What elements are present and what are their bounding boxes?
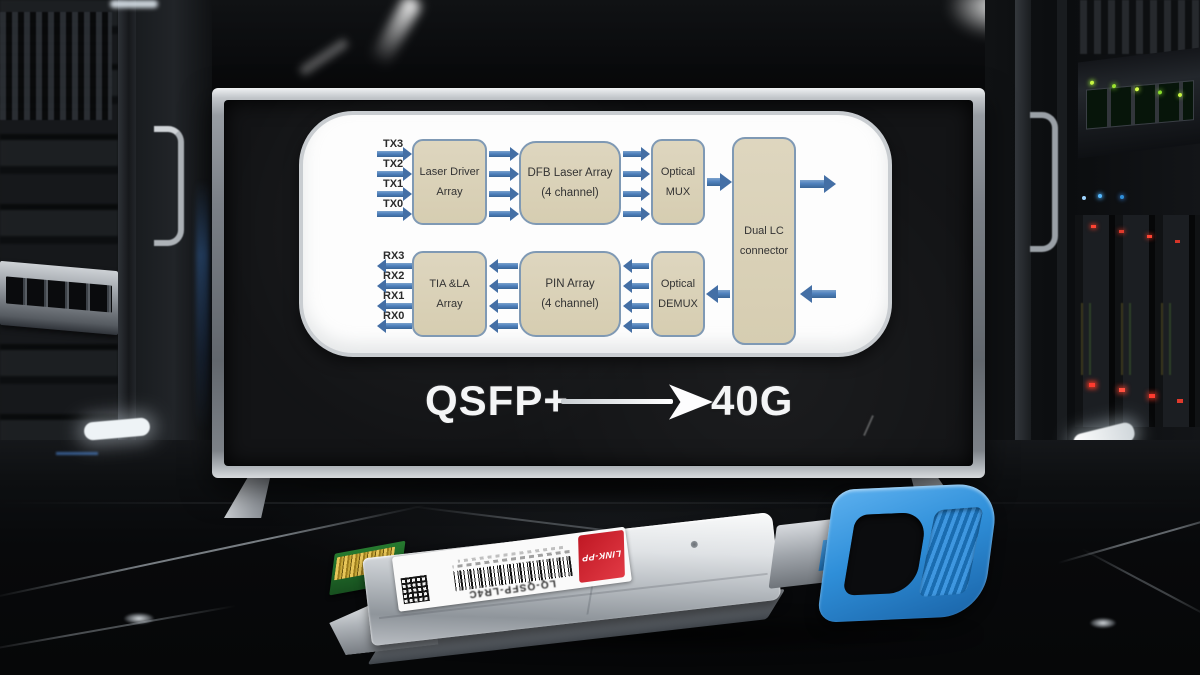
caption-40g: 40G (711, 377, 794, 424)
tia-la-array-block: TIA &LA Array (412, 251, 487, 337)
tx0-label: TX0 (383, 198, 404, 210)
block-label: DEMUX (658, 297, 698, 310)
qsfp-block-diagram-panel: TX3 TX2 TX1 TX0 Laser Driver Array DF (299, 111, 892, 357)
flow-arrow-icon (623, 211, 641, 217)
flow-arrow-icon (718, 290, 730, 298)
caption-arrow-icon (561, 399, 673, 404)
flow-arrow-icon (632, 303, 649, 309)
flow-arrow-icon (489, 151, 510, 157)
flow-arrow-icon (489, 191, 510, 197)
flow-arrow-icon (623, 151, 641, 157)
block-label: MUX (665, 185, 691, 198)
flow-arrow-icon (623, 171, 641, 177)
floor-light-spot (124, 613, 154, 624)
blue-led-glow (196, 180, 209, 430)
flow-arrow-icon (632, 283, 649, 289)
rx2-label: RX2 (383, 270, 405, 282)
flow-arrow-icon (498, 303, 518, 309)
ethernet-ports (6, 276, 112, 313)
rack-door-handle (154, 126, 184, 246)
block-label: (4 channel) (541, 297, 599, 310)
tx-arrow-icon (377, 171, 403, 177)
optical-demux-block: Optical DEMUX (651, 251, 705, 337)
qr-code (400, 574, 430, 605)
server-rack-right (985, 0, 1200, 484)
blue-status-leds (56, 452, 98, 455)
tx2-label: TX2 (383, 158, 404, 170)
flow-arrow-icon (632, 263, 649, 269)
red-status-leds (1091, 225, 1096, 228)
rx-arrow-icon (386, 283, 412, 289)
block-label: TIA &LA (429, 278, 470, 291)
block-label: (4 channel) (541, 186, 599, 199)
block-label: Optical (660, 166, 696, 179)
fiber-in-arrow-icon (812, 290, 836, 298)
laser-driver-array-block: Laser Driver Array (412, 139, 487, 225)
rx-arrow-icon (386, 323, 412, 329)
tx-arrow-icon (377, 191, 403, 197)
flow-arrow-icon (489, 211, 510, 217)
pull-tab-opening (842, 511, 928, 596)
block-label: Dual LC (744, 225, 784, 238)
server-drive-bays (1075, 215, 1200, 427)
rack-door-handle (1030, 112, 1058, 252)
rx0-label: RX0 (383, 310, 405, 322)
rx-arrow-icon (386, 263, 412, 269)
pin-array-block: PIN Array (4 channel) (519, 251, 621, 337)
caption-qsfp: QSFP+ (425, 377, 569, 424)
optical-mux-block: Optical MUX (651, 139, 705, 225)
block-label: Laser Driver (419, 166, 480, 179)
rx-arrow-icon (386, 303, 412, 309)
table-edge (0, 502, 1200, 504)
flow-arrow-icon (498, 283, 518, 289)
display-board: TX3 TX2 TX1 TX0 Laser Driver Array DF (212, 88, 985, 478)
blackboard-screen: TX3 TX2 TX1 TX0 Laser Driver Array DF (225, 101, 972, 465)
dfb-laser-array-block: DFB Laser Array (4 channel) (519, 141, 621, 225)
block-label: PIN Array (545, 277, 595, 290)
rack-rail (118, 0, 136, 482)
flow-arrow-icon (489, 171, 510, 177)
green-status-leds (1090, 80, 1094, 86)
block-label: Optical (660, 278, 696, 291)
network-switch (1078, 47, 1200, 159)
flow-arrow-icon (632, 323, 649, 329)
blue-status-leds (1098, 194, 1102, 198)
tx1-label: TX1 (383, 178, 404, 190)
flow-arrow-icon (498, 323, 518, 329)
pull-tab-grip-ribs (918, 506, 984, 598)
server-vent-grille (0, 12, 112, 120)
red-status-leds (1089, 383, 1095, 387)
network-switch (0, 260, 118, 336)
tx-arrow-icon (377, 211, 403, 217)
blue-pull-tab (816, 482, 1000, 623)
port-lights (1075, 303, 1200, 375)
flow-arrow-icon (498, 263, 518, 269)
server-vent-grille (1080, 0, 1200, 54)
floor-light-spot (1090, 618, 1116, 628)
block-label: connector (739, 244, 789, 257)
rack-rail (1057, 0, 1067, 484)
flow-arrow-icon (623, 191, 641, 197)
tx-arrow-icon (377, 151, 403, 157)
flow-arrow-icon (707, 178, 720, 186)
dual-lc-connector-block: Dual LC connector (732, 137, 796, 345)
rack-rail (1015, 0, 1031, 484)
ethernet-ports (1086, 80, 1194, 130)
server-rack-left (0, 0, 212, 482)
fiber-out-arrow-icon (800, 180, 824, 188)
rx1-label: RX1 (383, 290, 405, 302)
rack-top-light (110, 0, 158, 8)
block-label: Array (436, 185, 463, 198)
block-label: Array (436, 297, 463, 310)
tx3-label: TX3 (383, 138, 404, 150)
block-label: DFB Laser Array (527, 166, 613, 179)
rx3-label: RX3 (383, 250, 405, 262)
